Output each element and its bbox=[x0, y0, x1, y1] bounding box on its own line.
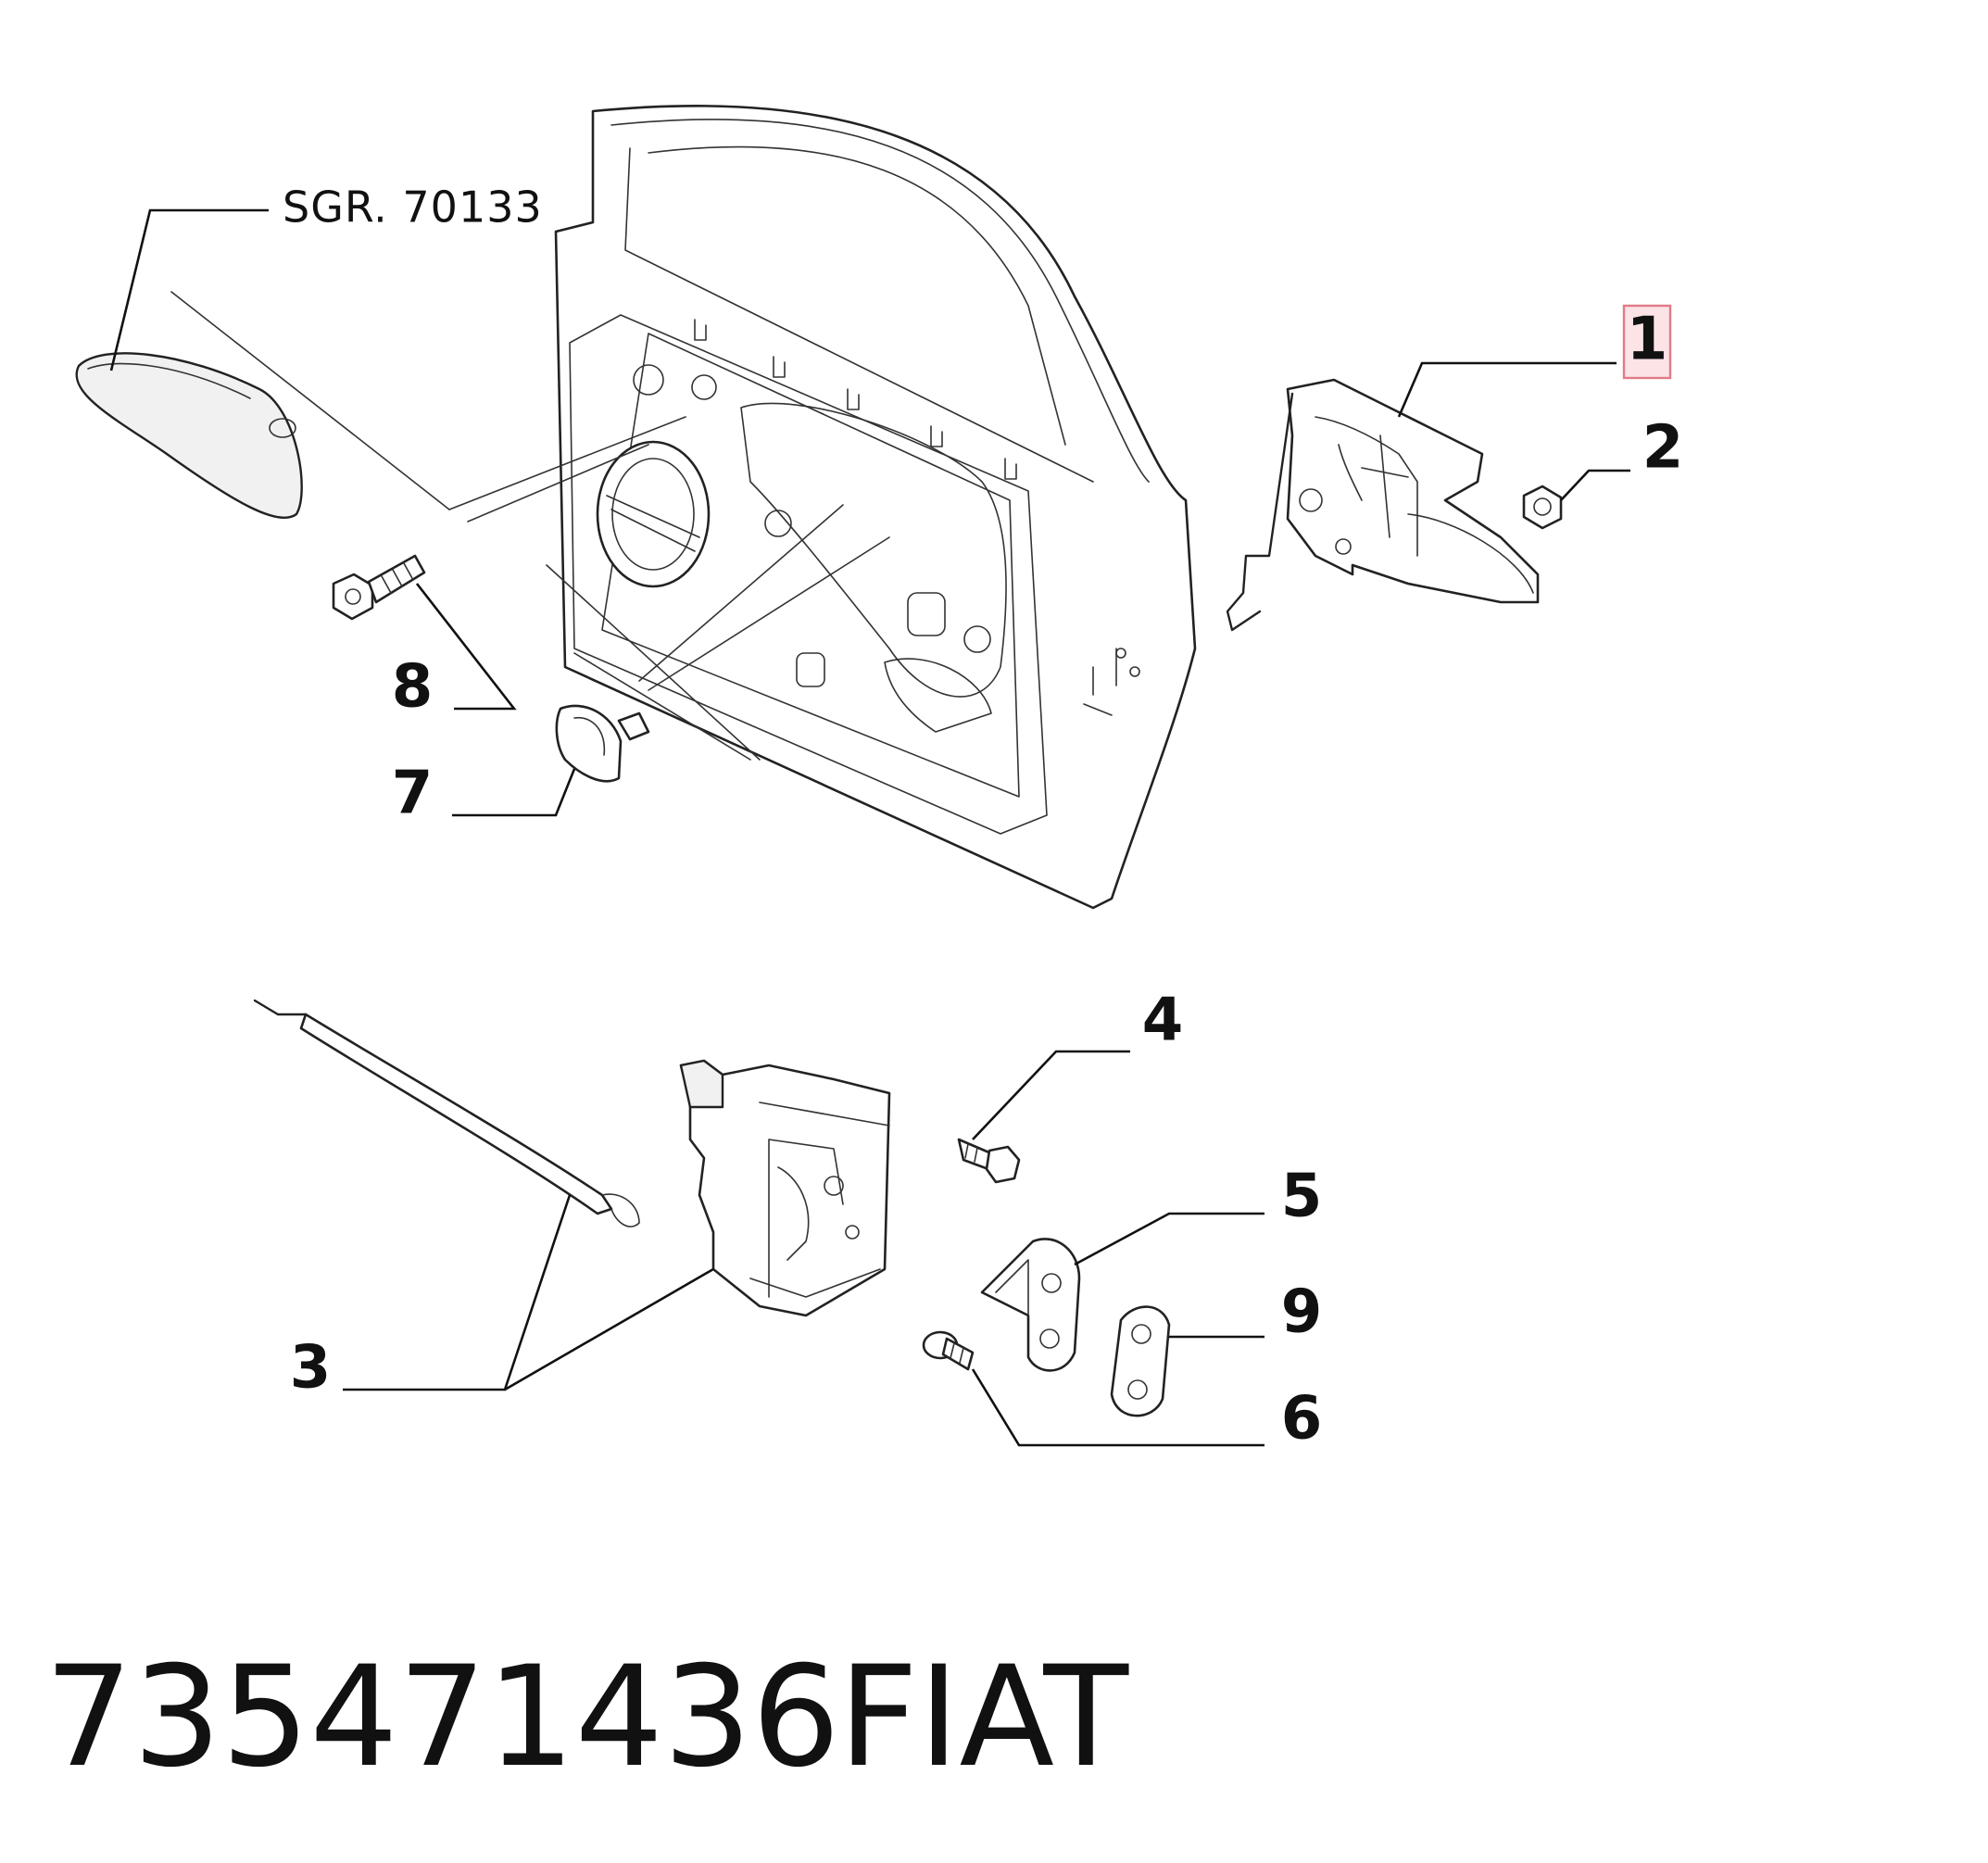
callout-9[interactable]: 9 bbox=[1281, 1278, 1323, 1347]
sgr-reference: SGR. 70133 bbox=[283, 183, 543, 233]
callout-8[interactable]: 8 bbox=[392, 653, 434, 722]
screw-part-6 bbox=[922, 1330, 975, 1371]
callout-7[interactable]: 7 bbox=[392, 760, 434, 828]
plate-part-9 bbox=[1110, 1305, 1171, 1417]
part-number: 735471436 bbox=[44, 1637, 840, 1798]
door-latch-part-3 bbox=[253, 999, 891, 1317]
callout-4[interactable]: 4 bbox=[1142, 987, 1184, 1055]
door-handle-part-1 bbox=[1226, 378, 1540, 632]
trim-panel-drawing bbox=[75, 352, 303, 519]
clip-part-7 bbox=[555, 704, 650, 783]
screw-part-8 bbox=[332, 554, 426, 621]
leader-lines bbox=[109, 208, 1630, 1447]
bolt-part-4 bbox=[957, 1138, 1021, 1184]
callout-6[interactable]: 6 bbox=[1281, 1385, 1323, 1454]
striker-part-5 bbox=[980, 1238, 1081, 1372]
brand-name: FIAT bbox=[838, 1637, 1129, 1798]
callout-1[interactable]: 1 bbox=[1627, 306, 1668, 374]
highlight-box bbox=[1622, 304, 1672, 380]
footer: 735471436 FIAT bbox=[44, 1637, 1129, 1798]
callout-5[interactable]: 5 bbox=[1281, 1163, 1323, 1231]
callout-labels: 1 2 3 4 5 6 7 8 9 bbox=[290, 306, 1684, 1454]
callout-3[interactable]: 3 bbox=[290, 1334, 332, 1403]
reference-label: SGR. 70133 bbox=[283, 183, 543, 233]
callout-2[interactable]: 2 bbox=[1642, 414, 1684, 483]
door-panel-drawing bbox=[554, 104, 1197, 910]
nut-part-2 bbox=[1522, 485, 1563, 530]
